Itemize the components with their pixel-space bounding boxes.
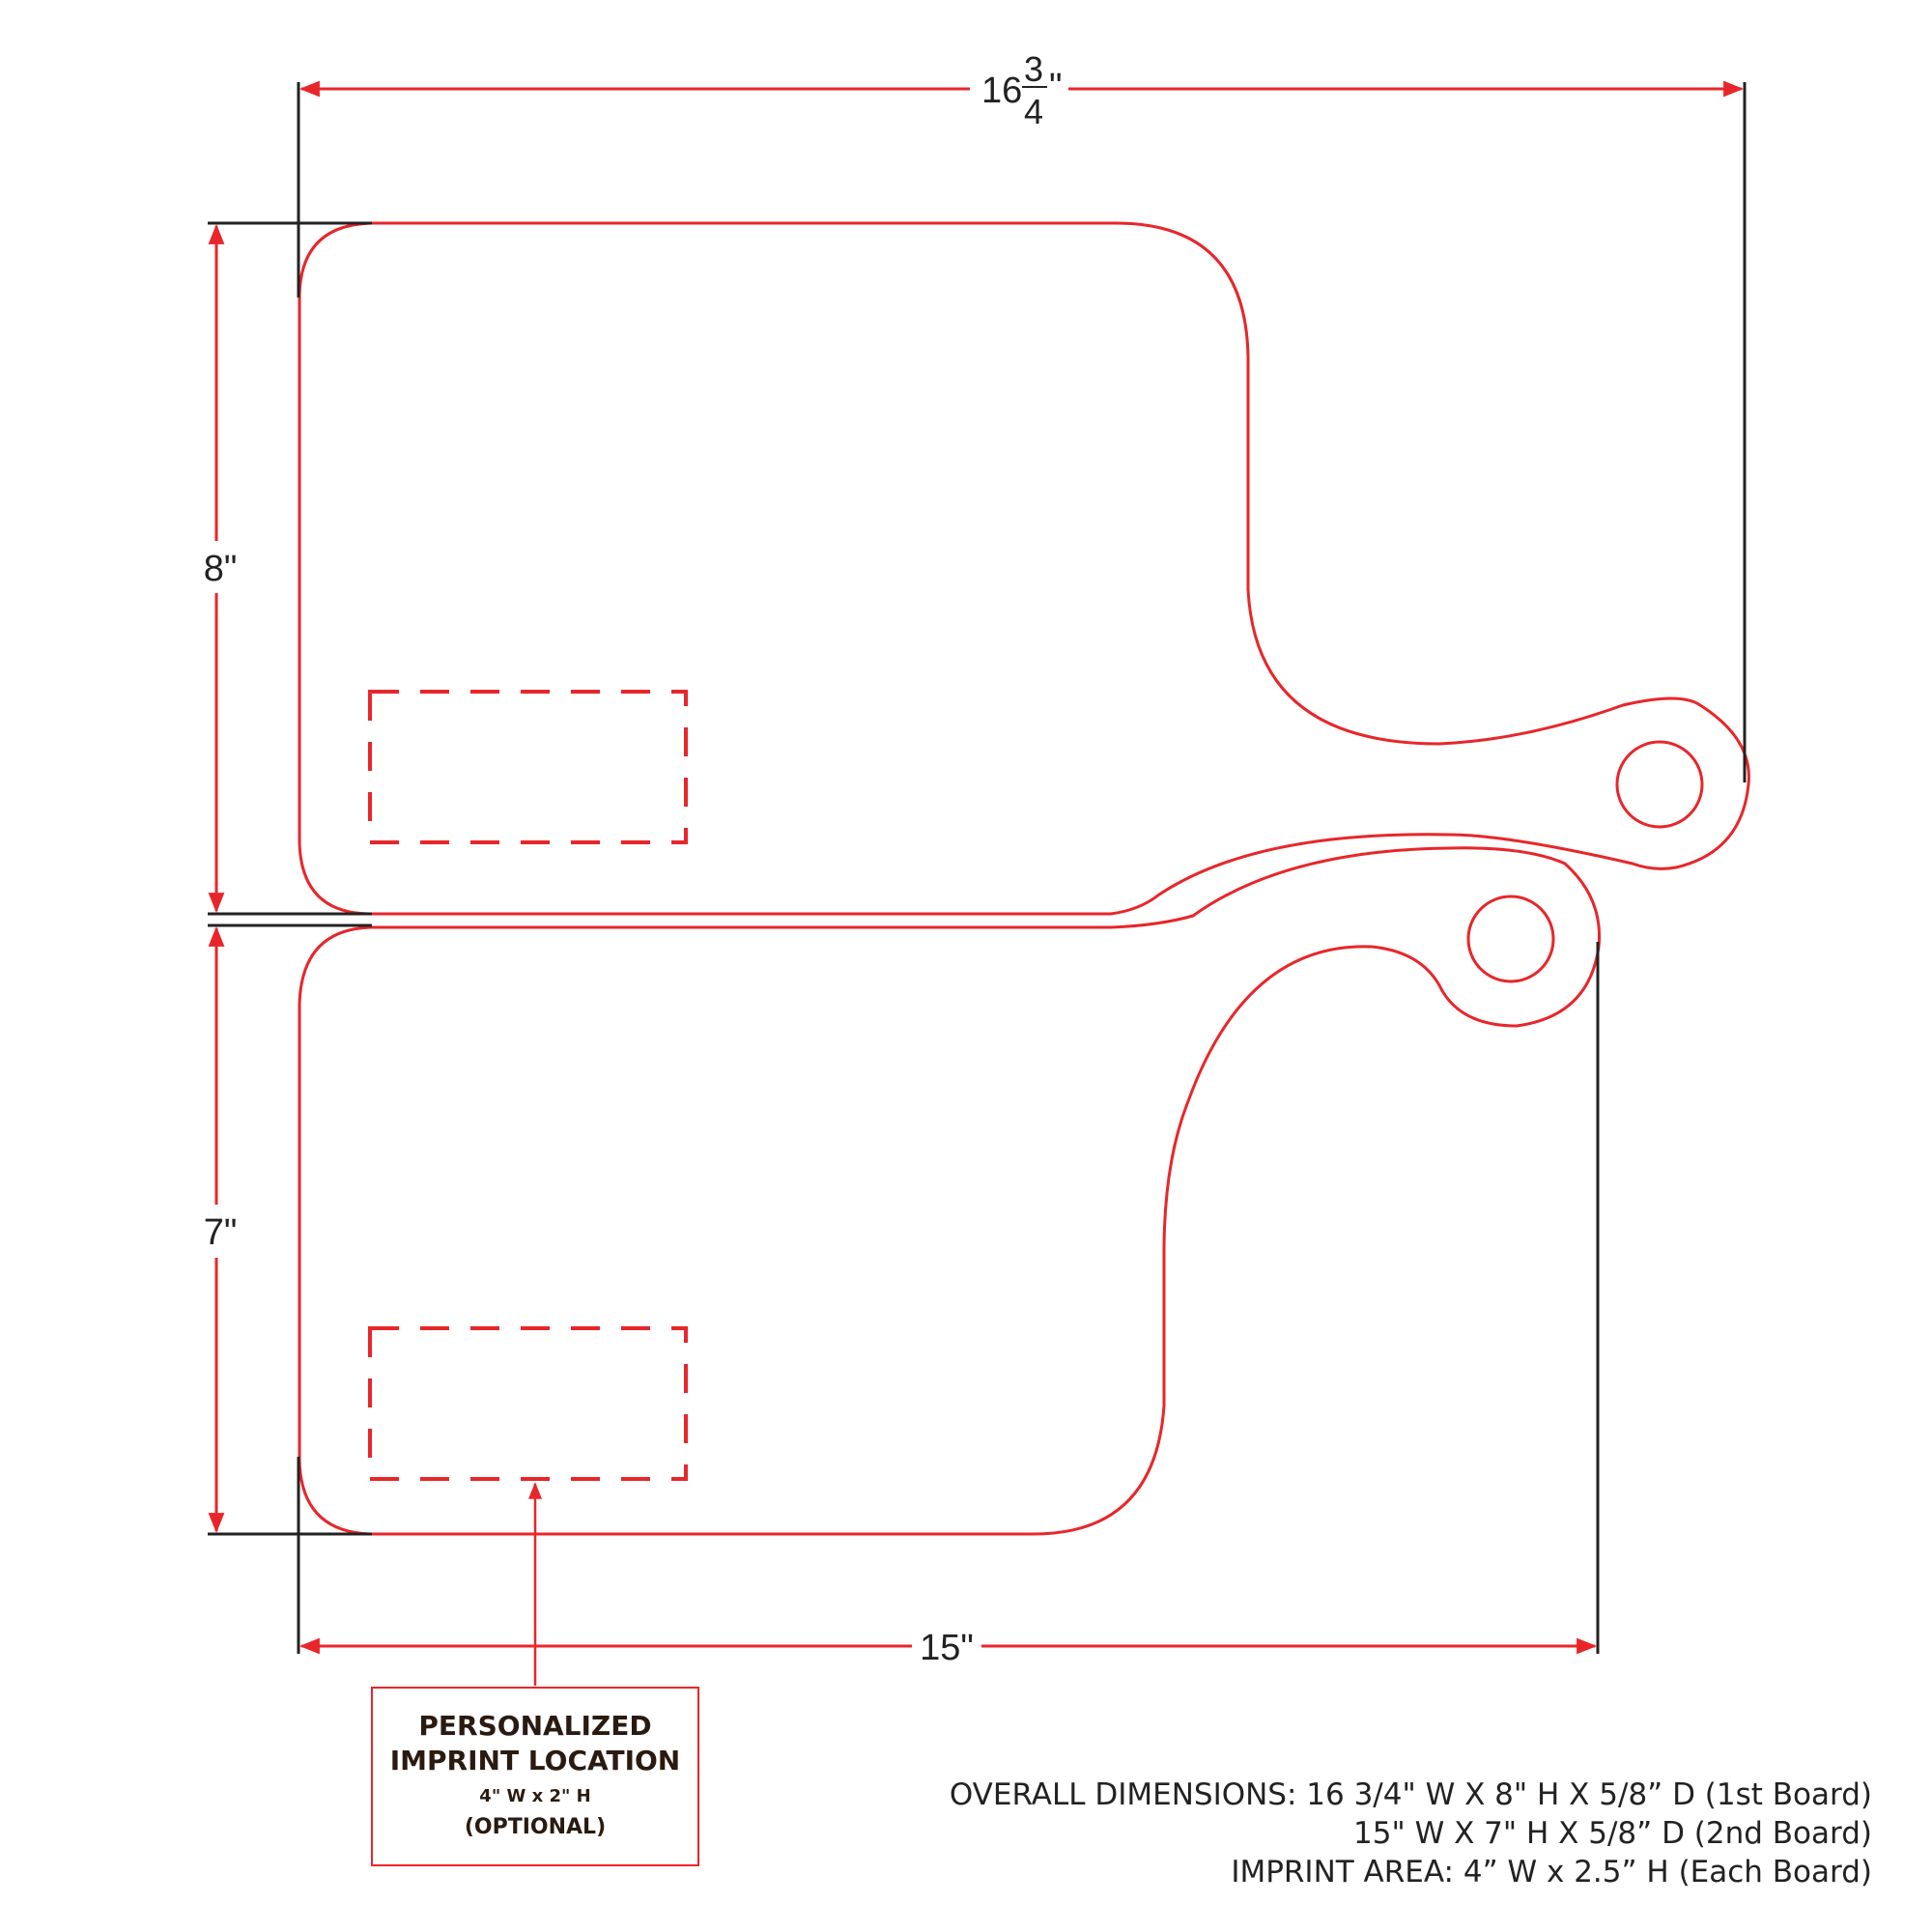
specs-line-1: OVERALL DIMENSIONS: 16 3/4" W X 8" H X 5…: [949, 1777, 1872, 1812]
callout-note: (OPTIONAL): [464, 1815, 607, 1839]
board-1-height-label: 8": [204, 549, 238, 589]
dimension-board-2-height: 7": [204, 925, 238, 1534]
board-2-outline: [298, 846, 1602, 1536]
top-width-whole: 16: [981, 71, 1022, 111]
imprint-location-callout: PERSONALIZED IMPRINT LOCATION 4" W x 2" …: [371, 1687, 699, 1866]
extension-lines: [208, 82, 1747, 1654]
board-1-hang-hole: [1615, 740, 1704, 829]
board-2-imprint-area: [368, 1326, 688, 1481]
specs-line-3: IMPRINT AREA: 4” W x 2.5” H (Each Board): [1231, 1855, 1872, 1889]
top-width-numerator: 3: [1024, 49, 1043, 89]
bottom-width-label: 15": [920, 1628, 974, 1668]
dimension-specs: OVERALL DIMENSIONS: 16 3/4" W X 8" H X 5…: [713, 1776, 1872, 1891]
board-1-outline: [298, 221, 1750, 916]
board-2-hang-hole: [1466, 895, 1555, 983]
top-width-unit: ": [1049, 67, 1063, 107]
dimension-bottom-width: 15": [298, 1628, 1598, 1668]
callout-line-1: PERSONALIZED: [418, 1710, 652, 1742]
dimension-top-width: 16 3 4 ": [298, 49, 1745, 131]
board-1-imprint-area: [368, 690, 688, 844]
top-width-denominator: 4: [1024, 92, 1043, 131]
specs-line-2: 15" W X 7" H X 5/8” D (2nd Board): [1353, 1816, 1872, 1851]
board-2-height-label: 7": [204, 1212, 238, 1253]
callout-line-2: IMPRINT LOCATION: [389, 1745, 681, 1776]
dimension-board-1-height: 8": [204, 223, 238, 914]
callout-size: 4" W x 2" H: [479, 1786, 591, 1806]
